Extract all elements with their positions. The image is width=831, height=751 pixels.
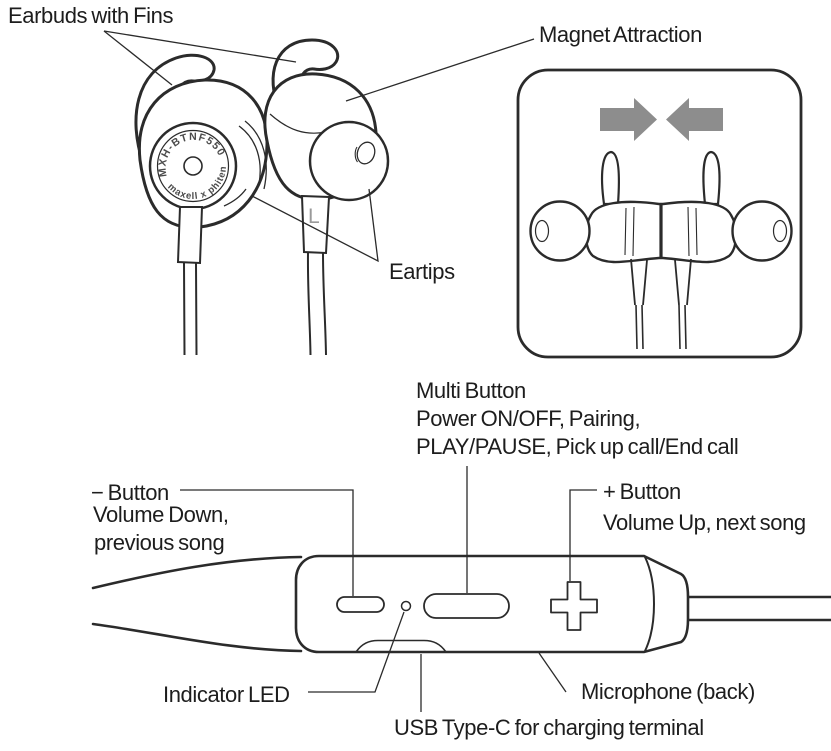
- right-earbud-drawing: L: [263, 38, 390, 356]
- inset-right-tip-hole: [772, 219, 788, 243]
- led-leader: [308, 611, 405, 693]
- label-multi-button-line1: Multi Button: [416, 378, 526, 403]
- left-earbud-drawing: MXH-BTNF550 maxell x phiten: [134, 53, 269, 356]
- inset-left-fin: [600, 150, 620, 206]
- magnet-arrow-right-icon: [600, 98, 657, 141]
- label-multi-button-line2: Power ON/OFF, Pairing,: [416, 406, 641, 431]
- label-multi-button-line3: PLAY/PAUSE, Pick up call/End call: [416, 434, 739, 459]
- inset-right-cable: [678, 304, 687, 350]
- label-plus-button-line1: + Button: [603, 479, 681, 504]
- inset-left-stem: [630, 258, 648, 306]
- right-earbud-tip-notch: [354, 146, 358, 163]
- minus-button-leader: [180, 489, 354, 596]
- right-earbud-cable: [306, 252, 327, 356]
- label-plus-button-line2: Volume Up, next song: [603, 510, 806, 535]
- inset-body-detail-lines: [624, 206, 698, 257]
- neckband-left-band: [91, 555, 303, 653]
- inset-right-stem: [674, 258, 692, 306]
- indicator-led-dot: [400, 600, 412, 612]
- pod-right-seam: [644, 556, 655, 652]
- label-usb: USB Type-C for charging terminal: [394, 715, 704, 740]
- neckband-drawing: [91, 554, 831, 654]
- inset-left-eartip: [529, 200, 591, 262]
- label-earbuds-with-fins: Earbuds with Fins: [8, 3, 174, 28]
- magnet-leader: [345, 38, 535, 102]
- right-earbud-tip-hole: [356, 141, 376, 165]
- label-magnet-attraction: Magnet Attraction: [539, 22, 702, 47]
- inset-left-cable: [635, 304, 644, 350]
- left-channel-mark: L: [308, 205, 320, 228]
- label-eartips: Eartips: [389, 259, 455, 284]
- right-earbud-stem: [300, 194, 331, 255]
- left-earbud-eartip-arcs: [223, 120, 267, 207]
- usb-cover-bump: [355, 639, 447, 653]
- left-earbud-disc-ring: [156, 129, 230, 203]
- label-minus-button-line1: − Button: [91, 480, 169, 505]
- minus-button-shape: [336, 596, 385, 613]
- left-earbud-cable: [183, 262, 198, 356]
- magnet-arrow-left-icon: [666, 98, 723, 141]
- left-earbud-stem: [176, 206, 204, 265]
- mic-leader: [538, 652, 567, 693]
- magnet-inset-box: [516, 68, 803, 359]
- fins-leader-right: [103, 30, 297, 63]
- inset-left-tip-hole: [534, 219, 550, 243]
- label-indicator-led: Indicator LED: [163, 682, 290, 707]
- left-earbud-center-hole: [183, 156, 203, 176]
- label-minus-button-line2: Volume Down,: [93, 502, 229, 527]
- eartips-leaders: [251, 188, 379, 263]
- fins-leader-left: [103, 30, 173, 86]
- cable-right: [687, 595, 831, 622]
- label-multi-button: Multi Button Power ON/OFF, Pairing, PLAY…: [416, 377, 739, 461]
- leader-lines: [103, 30, 597, 712]
- inset-right-eartip: [731, 200, 793, 262]
- inset-right-fin: [702, 150, 721, 206]
- plus-button-shape: [550, 581, 598, 631]
- plus-button-leader: [569, 489, 597, 581]
- right-earbud-eartip-dome: [308, 120, 390, 202]
- label-minus-button-line3: previous song: [94, 530, 225, 555]
- label-microphone: Microphone (back): [581, 679, 755, 704]
- multi-button-shape: [423, 593, 510, 619]
